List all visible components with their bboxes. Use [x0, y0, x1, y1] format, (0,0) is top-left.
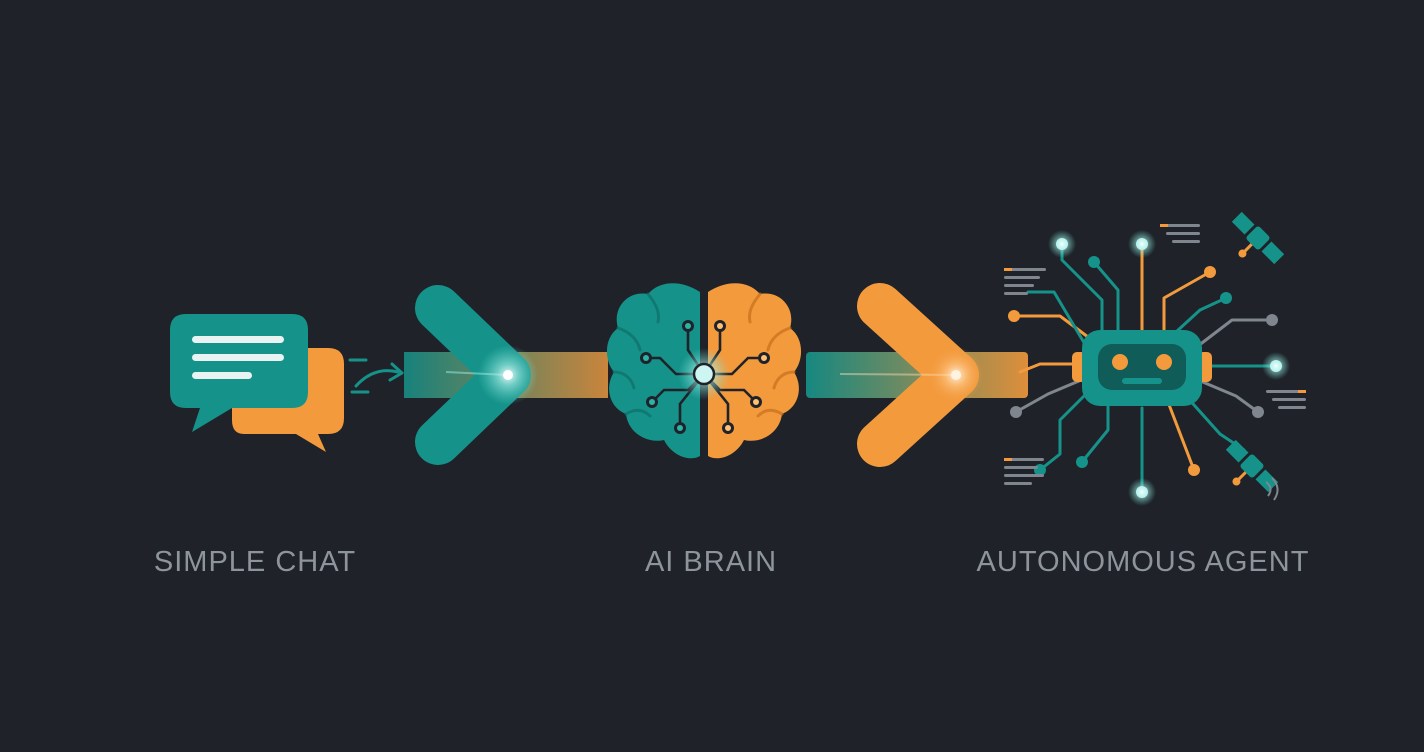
brain-circuit-icon [606, 283, 802, 459]
connector-dashes [348, 358, 404, 394]
stage-label-ai-brain: AI BRAIN [644, 546, 778, 578]
chat-bubbles-icon [170, 314, 344, 452]
satellite-icon [1225, 439, 1279, 493]
arrow-brain-to-agent [806, 283, 1028, 467]
robot-agent-icon [1004, 211, 1306, 506]
stage-label-simple-chat: SIMPLE CHAT [153, 546, 357, 578]
arrow-chat-to-brain [404, 285, 608, 465]
stage-label-autonomous-agent: AUTONOMOUS AGENT [976, 546, 1310, 578]
satellite-icon [1231, 211, 1285, 265]
